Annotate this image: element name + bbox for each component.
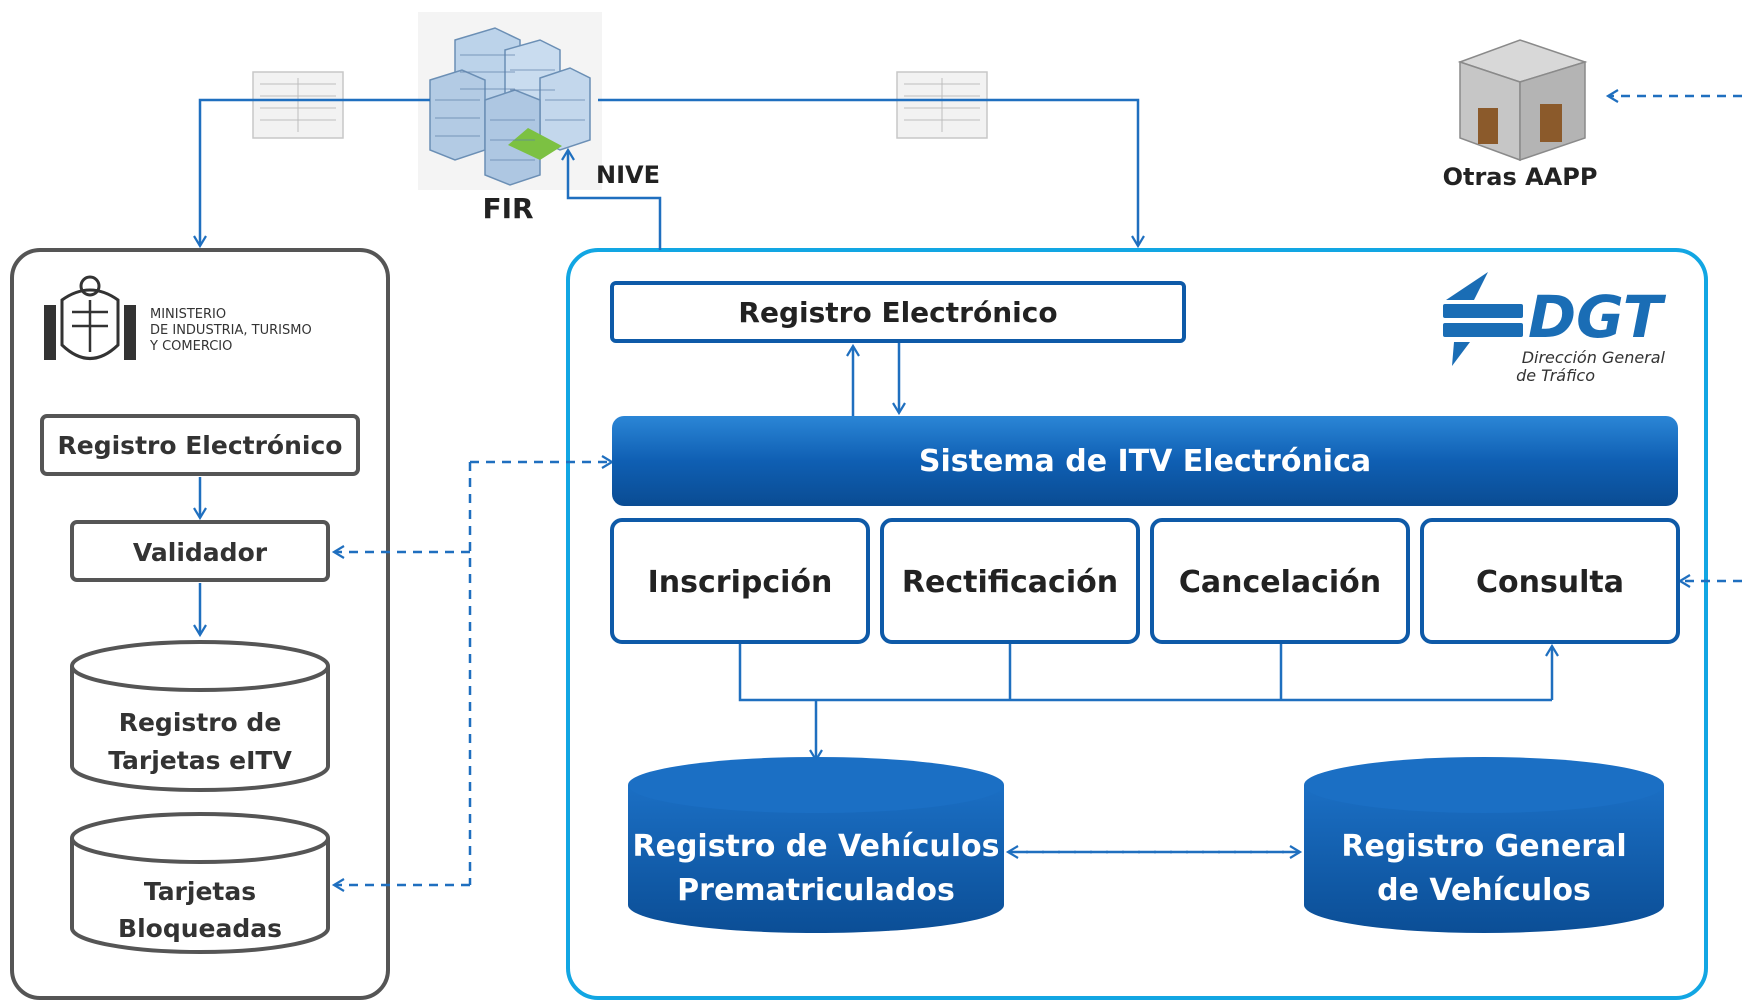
db-eitv-line2: Tarjetas eITV (108, 746, 292, 775)
document-icon-right (896, 71, 988, 139)
itv-system-label: Sistema de ITV Electrónica (919, 444, 1371, 479)
tarjetas-bloqueadas-database (70, 812, 330, 954)
dgt-logo: DGT Dirección General de Tráfico (1443, 272, 1667, 385)
dgt-logo-sub2: de Tráfico (1516, 366, 1595, 385)
registro-general-database (1304, 757, 1664, 933)
module-consulta-label: Consulta (1476, 565, 1624, 600)
fir-buildings-icon (418, 12, 602, 190)
registro-general-line1: Registro General (1341, 829, 1626, 864)
module-rectificacion (880, 518, 1140, 644)
module-consulta (1420, 518, 1680, 644)
registro-general-line2: de Vehículos (1377, 873, 1591, 908)
fir-to-ministry-line (193, 98, 430, 249)
prematriculados-line2: Prematriculados (677, 873, 955, 908)
module-rectificacion-label: Rectificación (902, 565, 1118, 600)
fir-label: FIR (482, 192, 533, 225)
module-inscripcion (610, 518, 870, 644)
module-cancelacion (1150, 518, 1410, 644)
validador-label: Validador (133, 538, 268, 567)
fir-to-dgt-line (598, 98, 1145, 249)
ministry-logo-line3: Y COMERCIO (149, 339, 232, 354)
dgt-registro-label: Registro Electrónico (738, 296, 1057, 329)
dgt-logo-sub1: Dirección General (1522, 348, 1666, 367)
ministry-logo-line1: MINISTERIO (150, 307, 226, 322)
ministry-logo-line2: DE INDUSTRIA, TURISMO (150, 323, 312, 338)
db-bloqueadas-line2: Bloqueadas (118, 914, 282, 943)
spain-coat-of-arms-icon (40, 272, 140, 372)
dgt-to-fir-nive-line (561, 147, 662, 250)
prematriculados-line1: Registro de Vehículos (633, 829, 1000, 864)
document-icon-left (252, 71, 344, 139)
tarjetas-eitv-database (70, 640, 330, 792)
validador-box (70, 520, 330, 582)
dgt-registro-box (610, 281, 1186, 343)
otras-aapp-label: Otras AAPP (1443, 163, 1598, 191)
db-eitv-line1: Registro de (119, 708, 282, 737)
prematriculados-database (628, 757, 1004, 933)
itv-system-bar (612, 416, 1678, 506)
dgt-logo-text: DGT (1528, 283, 1667, 351)
ministry-registro-box (40, 414, 360, 476)
db-bloqueadas-line1: Tarjetas (144, 877, 256, 906)
otras-aapp-building-icon (1457, 39, 1588, 162)
ministry-registro-label: Registro Electrónico (58, 431, 343, 460)
nive-label: NIVE (596, 161, 660, 189)
module-cancelacion-label: Cancelación (1179, 565, 1381, 600)
module-inscripcion-label: Inscripción (648, 565, 833, 600)
